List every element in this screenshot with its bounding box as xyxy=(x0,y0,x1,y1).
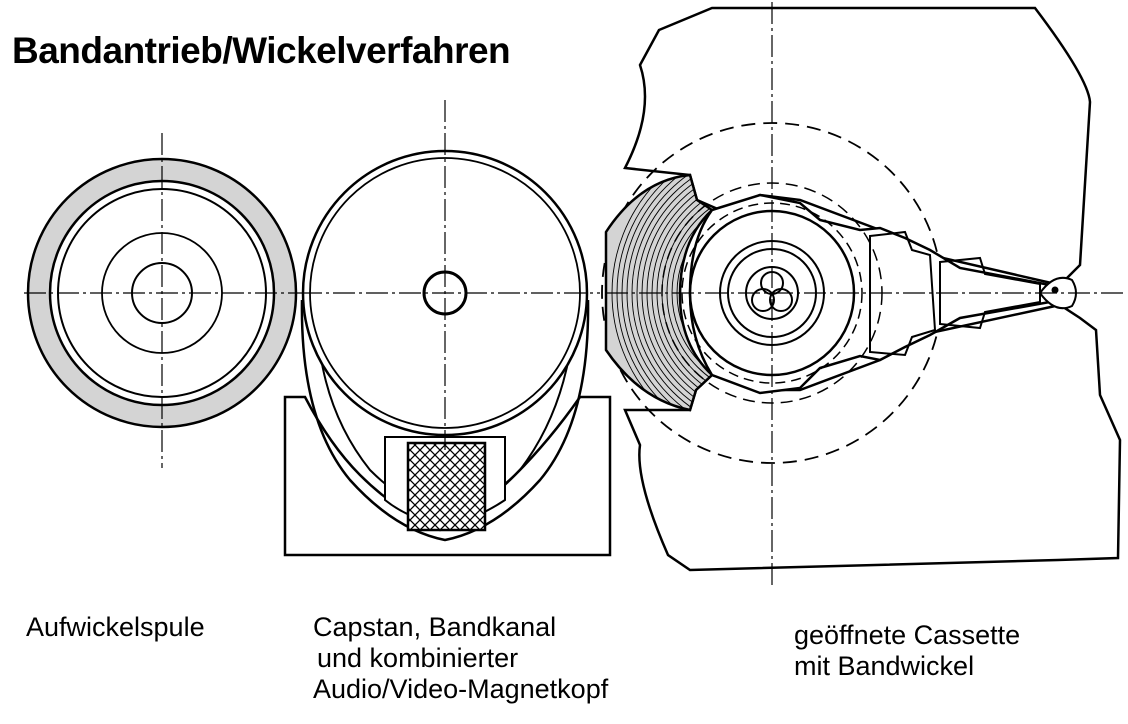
label-take-up-reel-text: Aufwickelspule xyxy=(26,612,205,642)
label-cassette-line-1: geöffnete Cassette xyxy=(794,620,1021,650)
label-opened-cassette: geöffnete Cassette mit Bandwickel xyxy=(794,620,1020,682)
label-capstan-line-2: und kombinierter xyxy=(317,643,519,673)
label-cassette-line-2: mit Bandwickel xyxy=(794,651,975,681)
capstan-assembly xyxy=(283,100,612,557)
label-take-up-reel: Aufwickelspule xyxy=(26,612,205,643)
take-up-reel xyxy=(24,133,300,468)
label-capstan-line-3: Audio/Video-Magnetkopf xyxy=(313,674,609,704)
label-capstan-line-1: Capstan, Bandkanal xyxy=(313,612,557,642)
opened-cassette xyxy=(601,2,1126,585)
diagram-title: Bandantrieb/Wickelverfahren xyxy=(12,30,511,71)
label-capstan-head: Capstan, Bandkanal und kombinierter Audi… xyxy=(313,612,608,705)
